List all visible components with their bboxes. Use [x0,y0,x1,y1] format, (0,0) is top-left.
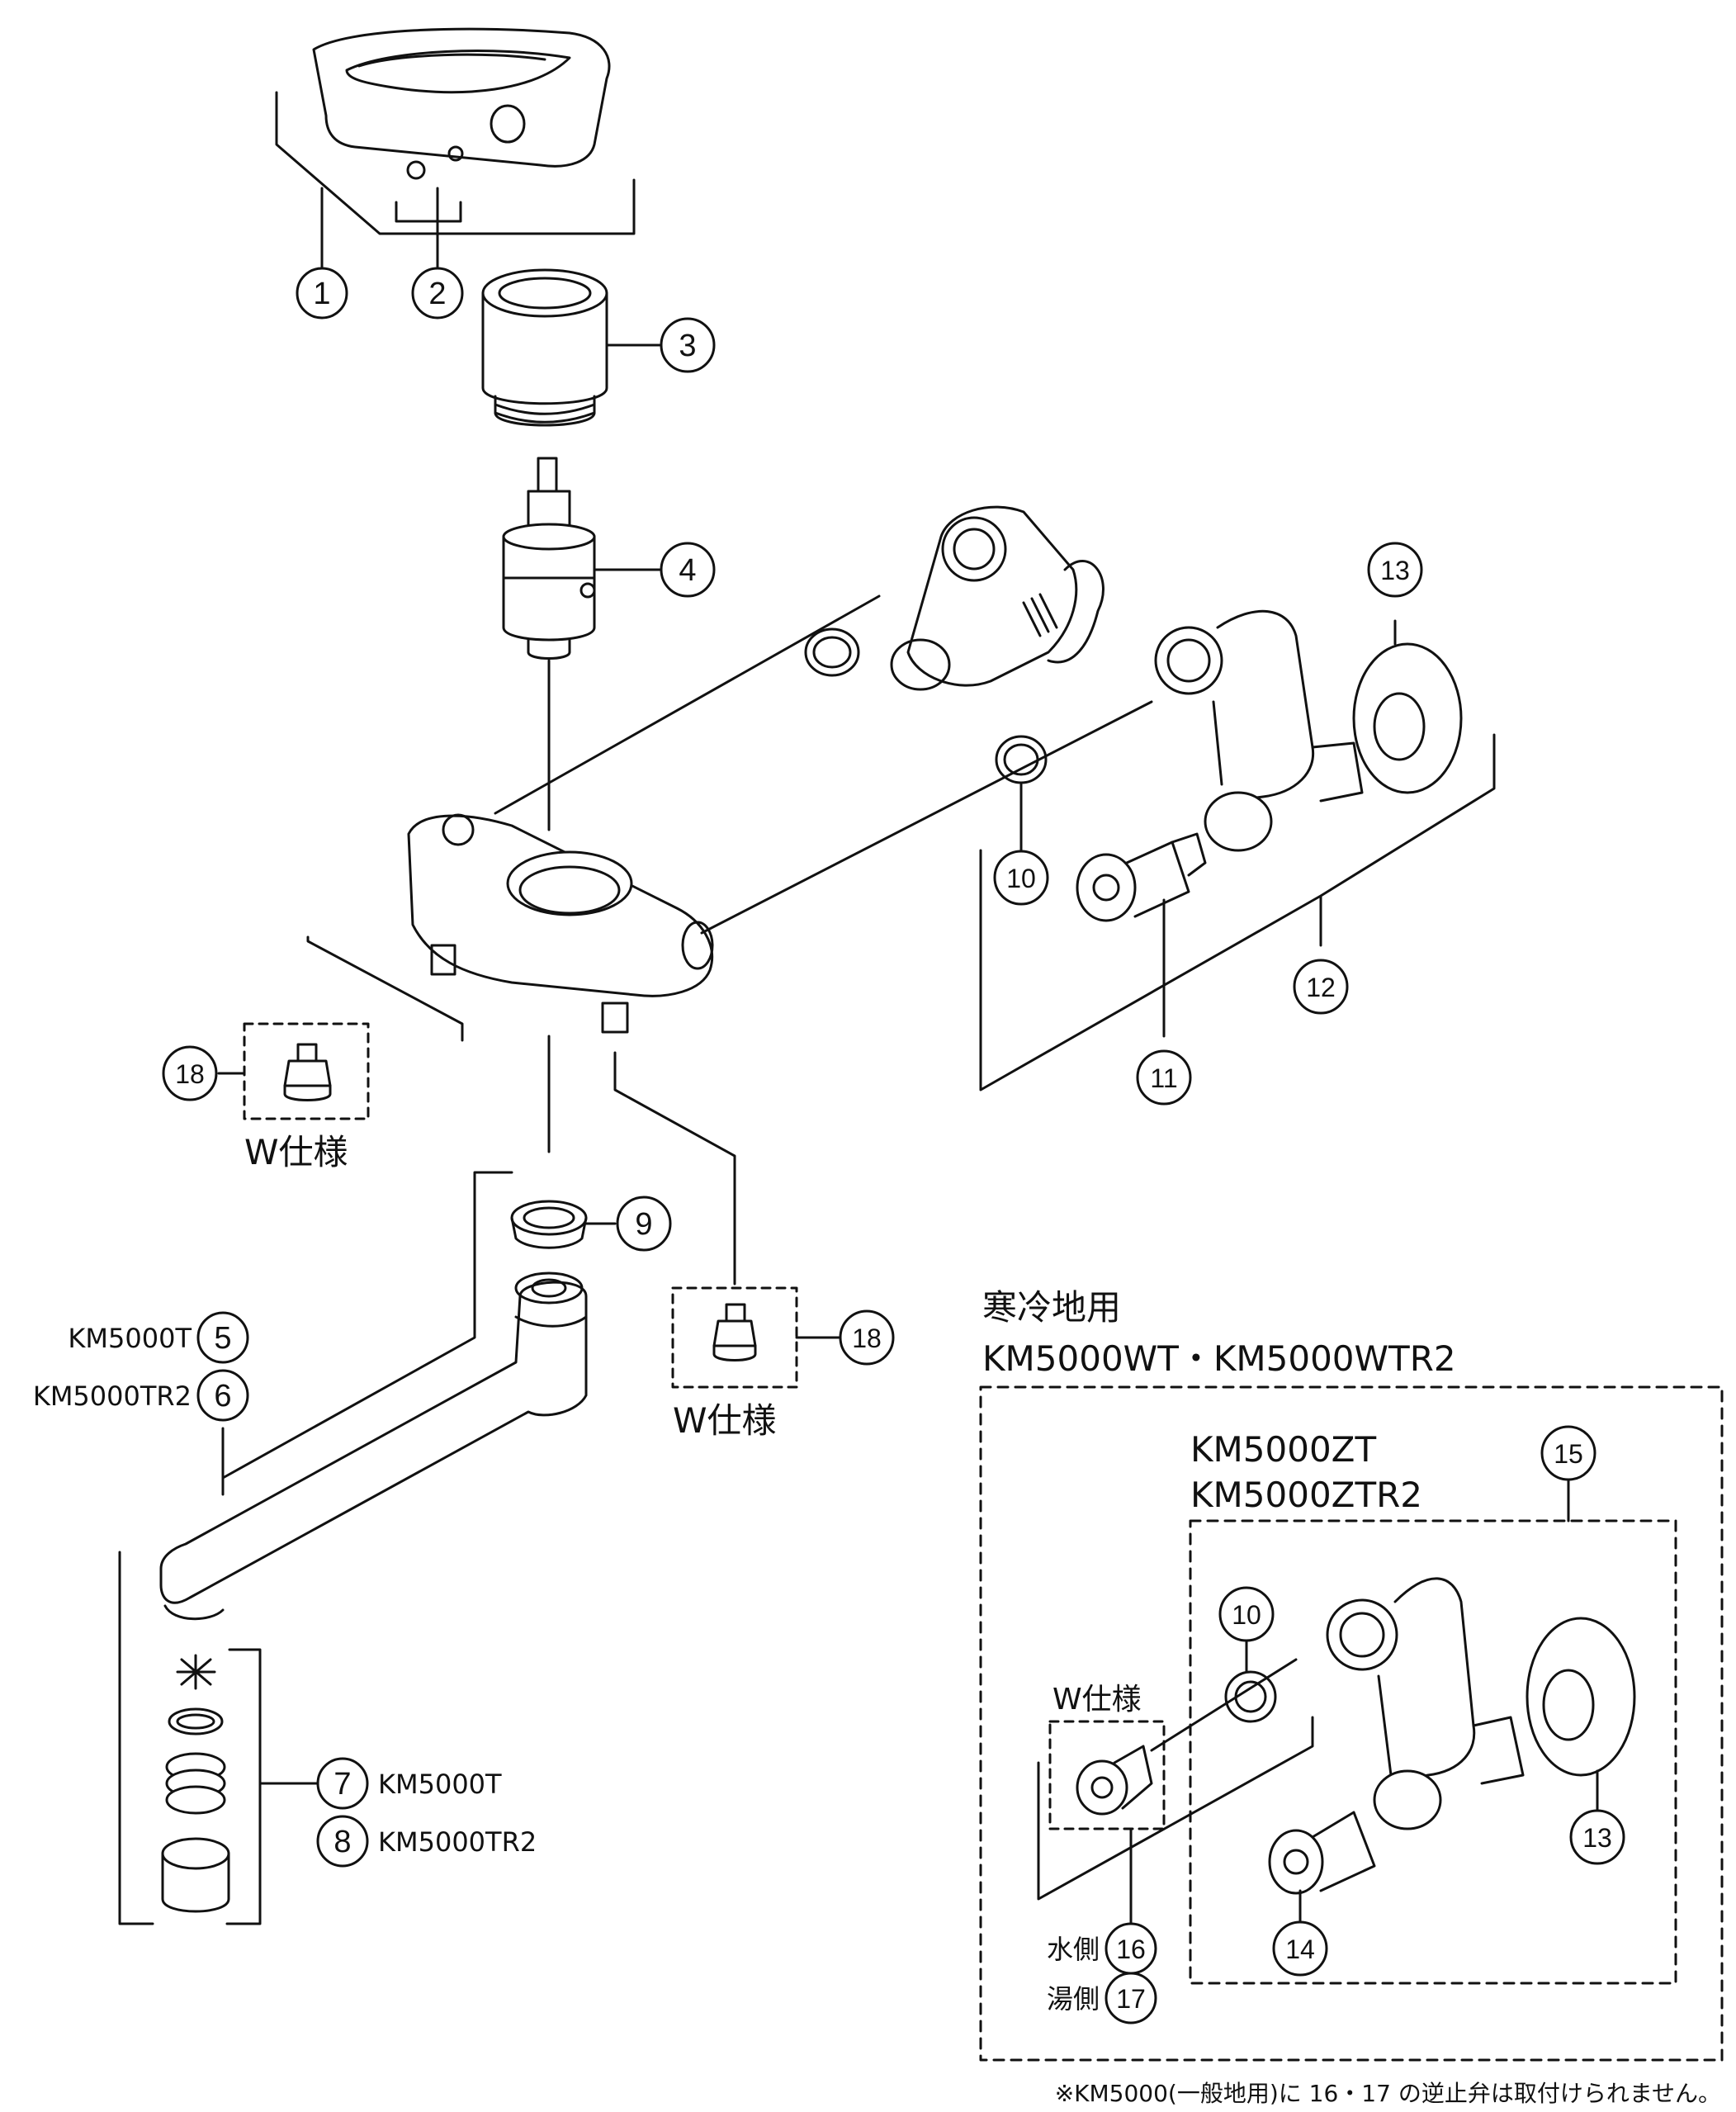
check-valve-18-left [283,1043,332,1101]
aerator-model-km5000tr2: KM5000TR2 [378,1826,537,1858]
callout-13-inset: 13 [1582,1823,1612,1853]
callout-6: 6 [214,1379,231,1414]
spout-part [159,1271,588,1621]
callout-15: 15 [1554,1439,1583,1469]
callout-3: 3 [679,329,696,363]
callout-4: 4 [679,553,696,588]
hot-side-label: 湯側 [1047,1983,1100,2015]
check-valve-11 [1076,832,1207,922]
callout-8: 8 [333,1825,351,1859]
w-spec-label-inset: W仕様 [1052,1683,1142,1717]
ztr2-model-label: KM5000ZTR2 [1190,1475,1422,1515]
spout-model-km5000tr2: KM5000TR2 [33,1380,192,1412]
bonnet-nut-part [481,268,608,427]
w-spec-label-right: W仕様 [673,1400,777,1441]
w-spec-box-left [243,1022,370,1120]
zt-box [1189,1519,1677,1985]
callout-11: 11 [1150,1063,1177,1093]
callout-2: 2 [428,277,446,311]
bracket-16-17 [1037,1716,1314,1901]
callout-14: 14 [1285,1934,1315,1964]
cold-region-models: KM5000WT・KM5000WTR2 [982,1338,1456,1379]
zt-model-label: KM5000ZT [1190,1429,1376,1470]
cold-region-box [979,1385,1724,2062]
callout-10-upper: 10 [1006,864,1036,893]
callout-13-upper: 13 [1380,556,1410,585]
cold-region-title: 寒冷地用 [982,1287,1121,1328]
check-valve-18-right [712,1303,757,1361]
callout-12: 12 [1306,973,1336,1002]
callout-7: 7 [333,1767,351,1802]
callout-9: 9 [635,1207,652,1242]
bracket-1 [275,91,636,235]
bracket-2 [395,201,462,223]
callout-18-right: 18 [852,1324,882,1353]
w-spec-box-inset [1048,1720,1166,1830]
check-valve-14 [1268,1811,1376,1895]
callout-5: 5 [214,1321,231,1356]
bracket-7-8 [118,1551,262,1925]
aerator-model-km5000t: KM5000T [378,1769,502,1800]
water-side-label: 水側 [1047,1934,1100,1965]
elbow-fitting-inset [1326,1577,1525,1830]
elbow-fitting-12 [1154,609,1364,852]
packing-9 [510,1200,588,1249]
packing-washer-10 [995,735,1048,784]
escutcheon-13-upper [1352,642,1463,794]
check-valve-inset [1076,1745,1153,1816]
w-spec-label-left: W仕様 [244,1132,348,1172]
lever-handle-part [312,27,611,180]
callout-circles [162,267,1625,2024]
aerator-parts [161,1654,230,1913]
w-spec-box-right [671,1286,798,1389]
elbow-fitting-upper [890,505,1105,691]
packing-washer-inset [1224,1670,1277,1723]
cartridge-part [502,457,596,660]
faucet-body-part [407,813,714,1034]
escutcheon-13-inset [1526,1617,1636,1777]
callout-16: 16 [1116,1934,1146,1964]
callout-10-inset: 10 [1232,1600,1261,1630]
callout-18-left: 18 [175,1059,205,1089]
spout-model-km5000t: KM5000T [68,1323,192,1354]
callout-17: 17 [1116,1984,1146,2014]
packing-washer-upper [804,627,860,677]
bracket-12 [979,733,1496,1092]
callout-1: 1 [313,277,330,311]
footnote: ※KM5000(一般地用)に 16・17 の逆止弁は取付けられません。 [1055,2080,1721,2107]
